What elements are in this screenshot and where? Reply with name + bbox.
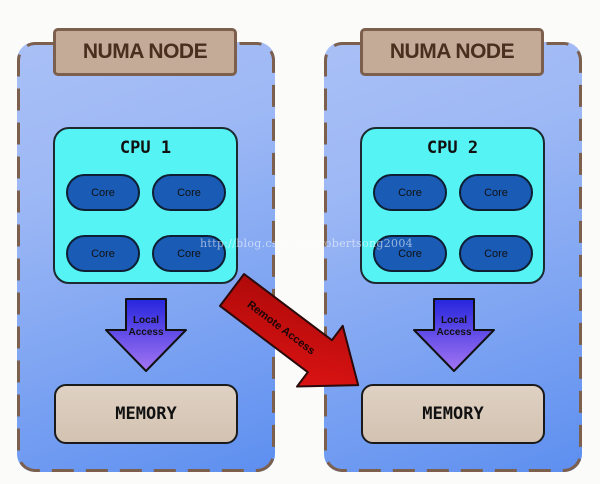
local-access-label: Local Access (412, 315, 496, 339)
local-access-label: Local Access (104, 315, 188, 339)
local-access-line1: Local (132, 315, 160, 326)
core: Core (373, 235, 447, 272)
core: Core (373, 174, 447, 211)
cpu-2-box: CPU 2 Core Core Core Core (360, 127, 545, 284)
local-access-arrow: Local Access (412, 297, 496, 373)
core: Core (459, 235, 533, 272)
local-access-line2: Access (128, 327, 164, 338)
cpu-1-box: CPU 1 Core Core Core Core (53, 127, 238, 284)
memory-box: MEMORY (54, 384, 238, 444)
core: Core (66, 235, 140, 272)
numa-node-title: NUMA NODE (360, 28, 544, 76)
down-arrow-icon (105, 298, 187, 372)
numa-node-1: NUMA NODE CPU 1 Core Core Core Core Loca… (17, 28, 275, 472)
core: Core (66, 174, 140, 211)
core: Core (152, 174, 226, 211)
core: Core (152, 235, 226, 272)
cpu-title: CPU 1 (119, 138, 172, 158)
watermark: http://blog.csdn.net/robertsong2004 (200, 237, 413, 250)
numa-node-2: NUMA NODE CPU 2 Core Core Core Core Loca… (324, 28, 582, 472)
down-arrow-icon (413, 298, 495, 372)
core: Core (459, 174, 533, 211)
local-access-arrow: Local Access (104, 297, 188, 373)
local-access-line1: Local (440, 315, 468, 326)
memory-box: MEMORY (361, 384, 545, 444)
cpu-title: CPU 2 (426, 138, 479, 158)
local-access-line2: Access (436, 327, 472, 338)
numa-node-title: NUMA NODE (53, 28, 237, 76)
